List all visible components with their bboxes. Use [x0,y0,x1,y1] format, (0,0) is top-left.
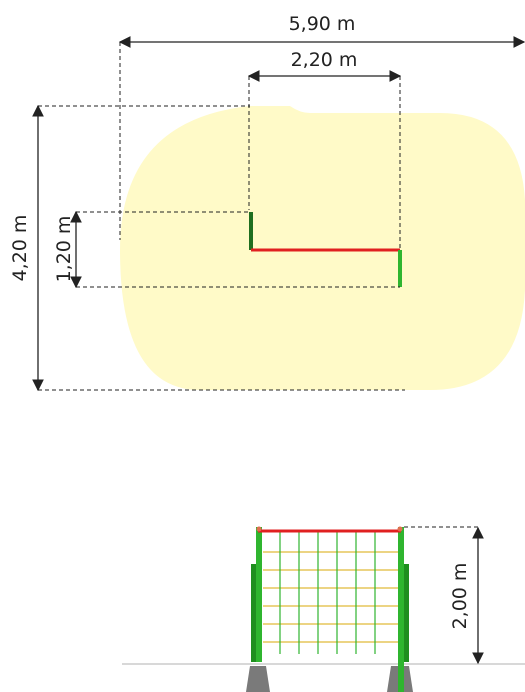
width-dimension-label: 5,90 m [289,13,356,35]
left-post [256,527,262,662]
right-post-support [404,564,409,662]
bar-joint [256,526,262,532]
left-foundation [246,666,270,692]
climbing-net [263,551,398,643]
elevation-view: 2,00 m [122,526,525,692]
right-post [398,527,404,662]
climbing-net-verticals [279,532,376,654]
height-dimension-label: 2,00 m [449,563,471,630]
bar-joint [397,526,403,532]
depth-dimension-label: 4,20 m [9,215,31,282]
inner-depth-dimension-label: 1,20 m [53,216,75,283]
left-post-support [251,564,256,662]
plan-view: 5,90 m 2,20 m 4,20 m 1,20 m [9,13,525,392]
inner-width-dimension-label: 2,20 m [291,49,358,71]
safety-zone [120,106,525,390]
right-post-base [398,662,404,692]
